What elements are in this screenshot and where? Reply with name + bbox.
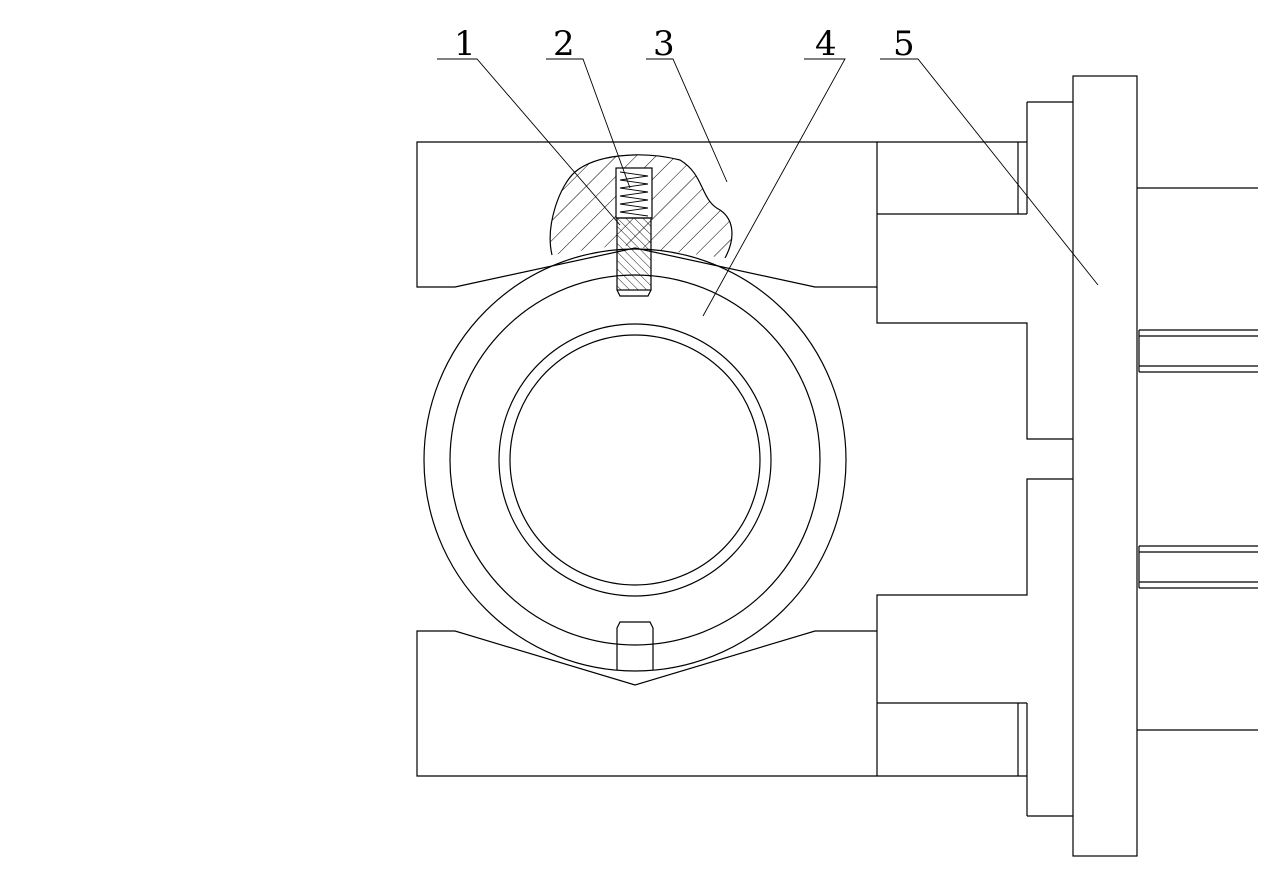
base-plate [1072, 75, 1258, 857]
callout-4: 4 [815, 24, 837, 64]
callout-2: 2 [553, 24, 575, 64]
spring [615, 167, 653, 219]
locating-pin [616, 217, 652, 297]
callout-1: 1 [454, 24, 476, 64]
callout-3: 3 [653, 24, 675, 64]
callout-5: 5 [893, 24, 915, 64]
leader-lines [437, 58, 1099, 317]
bottom-pin [616, 621, 654, 670]
lower-jaw [416, 478, 1073, 817]
ring [423, 248, 847, 672]
upper-jaw [416, 101, 1073, 440]
